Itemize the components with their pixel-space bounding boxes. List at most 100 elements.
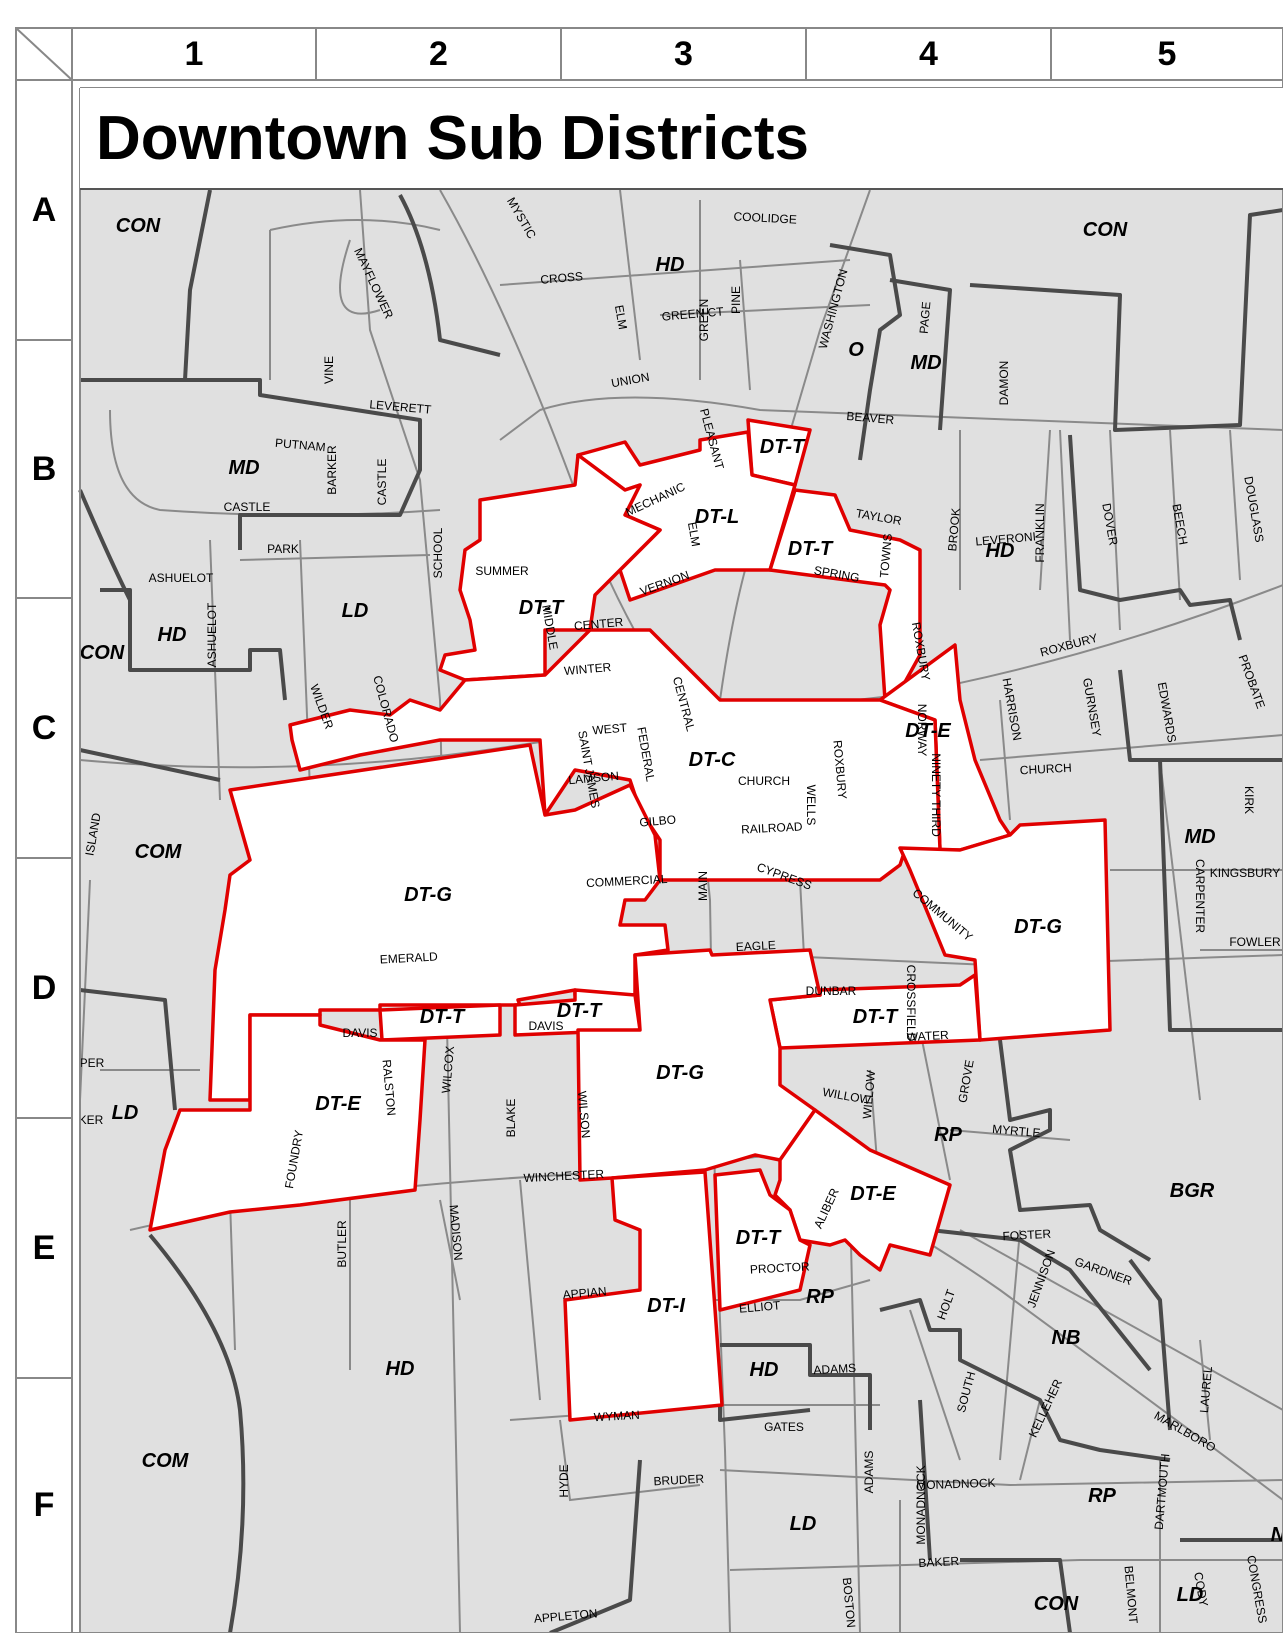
zone-label-rp: RP — [1088, 1485, 1116, 1507]
district-label-dt-e: DT-E — [905, 720, 951, 742]
street-label-monadnock: MONADNOCK — [916, 1476, 996, 1493]
grid-row-d: D — [31, 968, 57, 1007]
district-area-dt-t-row1 — [378, 1003, 502, 1042]
district-label-dt-t: DT-T — [557, 1000, 603, 1022]
street-label-vine: VINE — [322, 356, 336, 384]
grid-column-3: 3 — [674, 34, 693, 73]
district-area-dt-t-west — [438, 453, 662, 682]
street-label-madison: MADISON — [447, 1204, 466, 1261]
street-label-roxbury: ROXBURY — [830, 740, 849, 800]
street-label-kirk: KIRK — [1242, 786, 1256, 814]
street-label-page: PAGE — [917, 301, 934, 335]
street-label-davis: DAVIS — [342, 1026, 377, 1040]
street-label-brook: BROOK — [945, 507, 963, 551]
street-label-crossfield: CROSSFIELD — [904, 965, 918, 1042]
street-label-wilson: WILSON — [575, 1090, 593, 1138]
street-label-elliot: ELLIOT — [738, 1298, 781, 1316]
street-label-putnam: PUTNAM — [274, 436, 326, 454]
zone-label-con: CON — [1034, 1593, 1079, 1615]
street-label-coolidge: COOLIDGE — [733, 209, 797, 226]
street-label-damon: DAMON — [997, 361, 1011, 406]
district-label-dt-t: DT-T — [853, 1006, 899, 1028]
street-label-foster: FOSTER — [1002, 1227, 1052, 1244]
district-label-dt-g: DT-G — [1014, 916, 1062, 938]
zone-label-com: COM — [135, 841, 183, 863]
street-label-franklin: FRANKLIN — [1033, 503, 1047, 562]
street-label-castle: CASTLE — [224, 500, 271, 514]
street-label-baker: BAKER — [918, 1554, 960, 1570]
street-label-leveroni: LEVERONI — [975, 529, 1037, 548]
street-label-ralston: RALSTON — [380, 1059, 399, 1116]
street-label-dartmouth: DARTMOUTH — [1152, 1453, 1173, 1530]
street-label-green: GREEN — [697, 299, 711, 342]
street-label-west: WEST — [592, 720, 628, 737]
zone-label-hd: HD — [986, 540, 1015, 562]
district-label-dt-g: DT-G — [404, 884, 452, 906]
zone-label-nb: NB — [1052, 1327, 1081, 1349]
street-label-towns: TOWNS — [877, 533, 895, 579]
zone-label-ld: LD — [1177, 1584, 1204, 1606]
street-label-myrtle: MYRTLE — [992, 1122, 1042, 1140]
zone-label-ld: LD — [342, 600, 369, 622]
street-label-bruder: BRUDER — [653, 1472, 705, 1489]
grid-row-f: F — [33, 1486, 55, 1524]
zone-label-rp: RP — [934, 1124, 962, 1146]
street-label-winchester: WINCHESTER — [523, 1167, 605, 1185]
zone-label-n: N — [1271, 1524, 1283, 1546]
street-label-gilbo: GILBO — [639, 812, 677, 829]
district-label-dt-l: DT-L — [695, 506, 739, 528]
street-label-lamson: LAMSON — [568, 769, 620, 787]
street-label-per: PER — [80, 1056, 105, 1070]
zone-label-md: MD — [1184, 826, 1215, 848]
street-label-eagle: EAGLE — [735, 938, 776, 954]
district-area-dt-e-west — [148, 1013, 427, 1232]
zone-label-bgr: BGR — [1170, 1180, 1215, 1202]
street-label-union: UNION — [610, 370, 651, 391]
district-label-dt-t: DT-T — [760, 436, 806, 458]
street-label-monadnock: MONADNOCK — [914, 1465, 928, 1544]
zone-label-con: CON — [1083, 219, 1128, 241]
district-area-dt-i — [563, 1170, 724, 1422]
district-area-dt-t-row2 — [513, 988, 642, 1037]
zone-label-md: MD — [910, 352, 941, 374]
street-label-adams: ADAMS — [813, 1361, 856, 1377]
street-label-wells: WELLS — [804, 785, 818, 826]
street-label-ashuelot: ASHUELOT — [205, 602, 219, 667]
district-label-dt-c: DT-C — [689, 749, 736, 771]
grid-column-5: 5 — [1157, 34, 1177, 73]
street-label-leverett: LEVERETT — [369, 397, 433, 416]
grid-row-a: A — [31, 190, 57, 229]
street-label-kingsbury: KINGSBURY — [1210, 866, 1280, 880]
street-label-park: PARK — [267, 542, 299, 556]
street-label-winter: WINTER — [563, 660, 612, 678]
street-label-church: CHURCH — [738, 774, 790, 788]
zone-label-o: O — [848, 339, 864, 361]
street-label-pine: PINE — [729, 286, 743, 314]
street-label-belmont: BELMONT — [1121, 1565, 1140, 1625]
street-label-boston: BOSTON — [840, 1577, 858, 1628]
street-label-main: MAIN — [696, 871, 710, 901]
street-label-castle: CASTLE — [375, 459, 389, 506]
grid-column-4: 4 — [919, 34, 938, 73]
zone-label-hd: HD — [386, 1358, 415, 1380]
street-label-wilcox: WILCOX — [439, 1045, 457, 1093]
street-label-blake: BLAKE — [504, 1099, 518, 1138]
grid-column-2: 2 — [429, 34, 448, 73]
street-label-emerald: EMERALD — [379, 949, 438, 966]
street-label-proctor: PROCTOR — [750, 1259, 811, 1276]
district-label-dt-t: DT-T — [420, 1006, 466, 1028]
street-label-carpenter: CARPENTER — [1193, 859, 1207, 933]
street-label-school: SCHOOL — [431, 527, 445, 578]
street-label-elm: ELM — [612, 304, 630, 331]
street-label-wyman: WYMAN — [593, 1408, 640, 1424]
zone-label-hd: HD — [750, 1359, 779, 1381]
district-area-dt-c — [288, 628, 942, 882]
street-label-ninety-third: NINETY THIRD — [929, 753, 943, 837]
zone-label-con: CON — [116, 215, 161, 237]
district-label-dt-t: DT-T — [736, 1227, 782, 1249]
district-label-dt-e: DT-E — [315, 1093, 361, 1115]
street-label-church: CHURCH — [1019, 761, 1072, 778]
street-label-cody: CODY — [1191, 1571, 1211, 1608]
street-label-ker: KER — [79, 1113, 104, 1127]
